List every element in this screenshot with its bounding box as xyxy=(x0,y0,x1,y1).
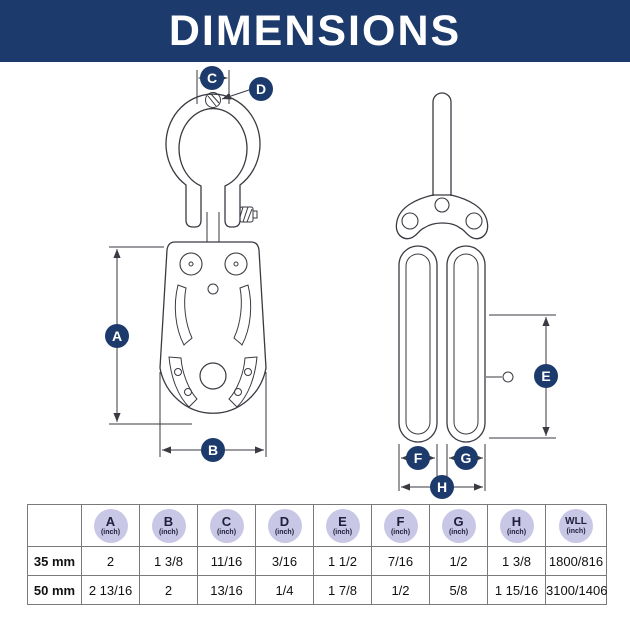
col-header-WLL: WLL (inch) xyxy=(545,504,607,547)
col-letter: C xyxy=(221,514,232,529)
col-header-H: H (inch) xyxy=(487,504,546,547)
cell-35mm-WLL: 1800/816 xyxy=(545,546,607,576)
col-unit: (inch) xyxy=(332,529,353,536)
cell-50mm-A: 2 13/16 xyxy=(81,575,140,605)
cell-50mm-F: 1/2 xyxy=(371,575,430,605)
col-unit: (inch) xyxy=(158,529,179,536)
col-badge-H: H (inch) xyxy=(499,508,534,543)
col-badge-G: G (inch) xyxy=(441,508,476,543)
cell-50mm-WLL: 3100/1406 xyxy=(545,575,607,605)
col-badge-B: B (inch) xyxy=(151,508,186,543)
cell-35mm-H: 1 3/8 xyxy=(487,546,546,576)
col-unit: (inch) xyxy=(216,529,237,536)
col-letter: D xyxy=(279,514,290,529)
front-view-pulley xyxy=(159,92,267,414)
dim-label-H: H xyxy=(430,475,454,499)
col-letter: G xyxy=(453,514,464,529)
table-header-row: A (inch) B (inch) C (inch) xyxy=(27,504,607,547)
col-badge-E: E (inch) xyxy=(325,508,360,543)
dimensions-table: A (inch) B (inch) C (inch) xyxy=(27,504,607,605)
col-header-B: B (inch) xyxy=(139,504,198,547)
cell-35mm-E: 1 1/2 xyxy=(313,546,372,576)
col-badge-A: A (inch) xyxy=(93,508,128,543)
title-bar: DIMENSIONS xyxy=(0,0,630,62)
col-letter: E xyxy=(338,514,347,529)
col-unit: (inch) xyxy=(390,529,411,536)
dimension-lines xyxy=(109,70,556,491)
dim-label-A: A xyxy=(105,324,129,348)
cell-35mm-C: 11/16 xyxy=(197,546,256,576)
col-header-E: E (inch) xyxy=(313,504,372,547)
page-title: DIMENSIONS xyxy=(168,6,462,55)
cell-50mm-H: 1 15/16 xyxy=(487,575,546,605)
col-unit: (inch) xyxy=(274,529,295,536)
col-letter: WLL xyxy=(565,515,587,527)
col-letter: H xyxy=(511,514,522,529)
cell-50mm-D: 1/4 xyxy=(255,575,314,605)
col-header-A: A (inch) xyxy=(81,504,140,547)
col-header-C: C (inch) xyxy=(197,504,256,547)
cell-35mm-B: 1 3/8 xyxy=(139,546,198,576)
col-letter: B xyxy=(163,514,174,529)
col-badge-C: C (inch) xyxy=(209,508,244,543)
table-row-50mm: 50 mm 2 13/16 2 13/16 1/4 1 7/8 1/2 5/8 … xyxy=(27,575,607,605)
dim-label-B: B xyxy=(201,438,225,462)
cell-50mm-E: 1 7/8 xyxy=(313,575,372,605)
col-letter: A xyxy=(105,514,116,529)
side-view-pulley xyxy=(395,92,514,443)
col-letter: F xyxy=(396,514,405,529)
col-header-G: G (inch) xyxy=(429,504,488,547)
col-unit: (inch) xyxy=(566,527,586,535)
dim-label-E: E xyxy=(534,364,558,388)
col-badge-D: D (inch) xyxy=(267,508,302,543)
row-label: 35 mm xyxy=(27,546,82,576)
dim-label-F: F xyxy=(406,446,430,470)
dim-label-G: G xyxy=(454,446,478,470)
table-corner-cell xyxy=(27,504,82,547)
table-row-35mm: 35 mm 2 1 3/8 11/16 3/16 1 1/2 7/16 1/2 … xyxy=(27,546,607,576)
cell-50mm-B: 2 xyxy=(139,575,198,605)
technical-drawing xyxy=(109,70,556,491)
cell-50mm-C: 13/16 xyxy=(197,575,256,605)
cell-35mm-D: 3/16 xyxy=(255,546,314,576)
cell-35mm-G: 1/2 xyxy=(429,546,488,576)
cell-50mm-G: 5/8 xyxy=(429,575,488,605)
row-label: 50 mm xyxy=(27,575,82,605)
cell-35mm-F: 7/16 xyxy=(371,546,430,576)
dim-label-C: C xyxy=(200,66,224,90)
col-unit: (inch) xyxy=(448,529,469,536)
col-unit: (inch) xyxy=(100,529,121,536)
col-unit: (inch) xyxy=(506,529,527,536)
dim-label-D: D xyxy=(249,77,273,101)
col-badge-F: F (inch) xyxy=(383,508,418,543)
col-badge-WLL: WLL (inch) xyxy=(559,508,593,543)
col-header-F: F (inch) xyxy=(371,504,430,547)
cell-35mm-A: 2 xyxy=(81,546,140,576)
col-header-D: D (inch) xyxy=(255,504,314,547)
